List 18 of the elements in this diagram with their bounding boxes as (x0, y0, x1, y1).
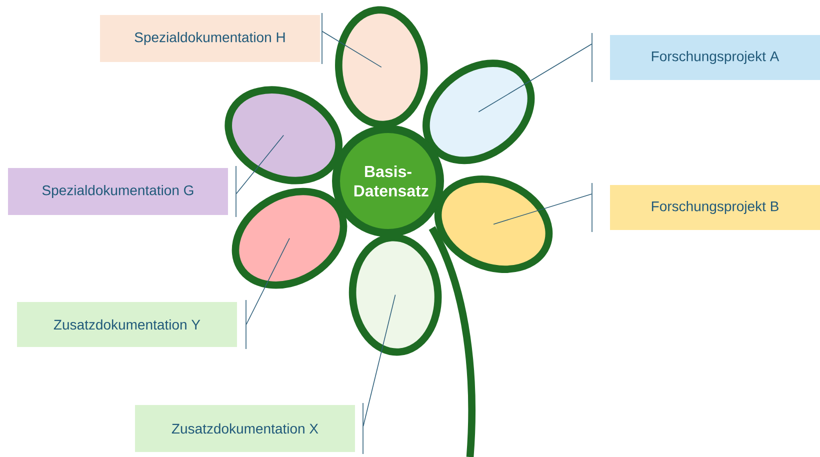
petal (335, 6, 428, 128)
leader-line (236, 134, 284, 218)
leader-line (478, 32, 592, 112)
petal (232, 188, 348, 289)
label-box: Forschungsprojekt A (610, 35, 820, 80)
petal (348, 234, 442, 356)
label-box: Zusatzdokumentation Y (17, 302, 237, 347)
leader-line (493, 182, 592, 232)
petal (422, 60, 535, 164)
label-box: Spezialdokumentation G (8, 168, 228, 215)
leader-line (246, 238, 290, 350)
label-box: Forschungsprojekt B (610, 185, 820, 230)
petal (434, 175, 553, 273)
petal (224, 86, 342, 184)
leader-line (322, 12, 382, 68)
leader-line (362, 294, 396, 454)
label-box: Spezialdokumentation H (100, 15, 320, 62)
label-box: Zusatzdokumentation X (135, 405, 355, 452)
